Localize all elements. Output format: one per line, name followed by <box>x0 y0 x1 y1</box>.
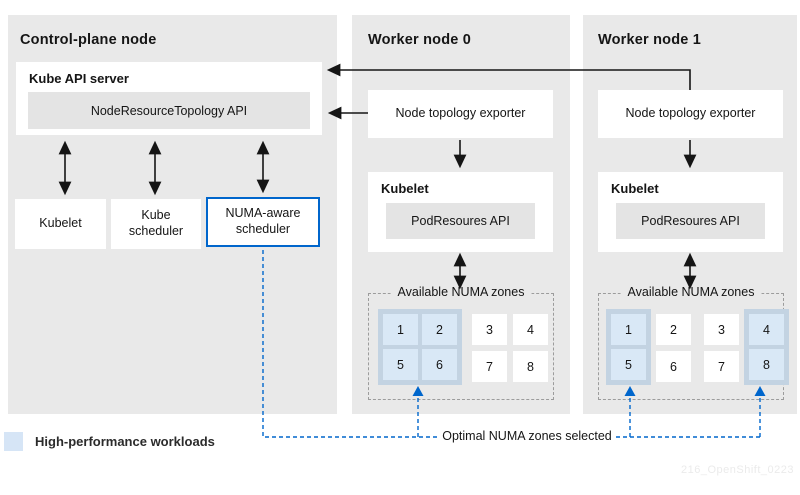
worker0-kubelet-box: Kubelet PodResoures API <box>368 172 553 252</box>
worker-node-1-title: Worker node 1 <box>598 32 702 48</box>
legend-label: High-performance workloads <box>35 434 215 449</box>
worker1-kubelet-title: Kubelet <box>611 181 659 196</box>
node-resource-topology-api-box: NodeResourceTopology API <box>28 92 310 129</box>
worker0-podresources-api-box: PodResoures API <box>386 203 535 239</box>
numa-cell: 5 <box>383 349 418 380</box>
worker-node-0-title: Worker node 0 <box>368 32 472 48</box>
worker1-kubelet-box: Kubelet PodResoures API <box>598 172 783 252</box>
numa-cell: 5 <box>611 349 646 380</box>
worker0-kubelet-title: Kubelet <box>381 181 429 196</box>
numa-cell: 1 <box>383 314 418 345</box>
worker1-topology-exporter-box: Node topology exporter <box>598 90 783 138</box>
worker1-free-zones-right: 3 7 <box>704 314 739 382</box>
worker1-selected-zone-group-right: 4 8 <box>744 309 789 385</box>
numa-aware-scheduler-box: NUMA-aware scheduler <box>206 197 320 247</box>
worker1-numa-grid: 1 5 2 6 3 7 4 8 <box>606 309 789 385</box>
control-plane-panel: Control-plane node Kube API server NodeR… <box>8 15 337 414</box>
worker0-numa-grid: 1 2 5 6 3 4 7 8 <box>378 309 548 385</box>
kube-api-server-box: Kube API server NodeResourceTopology API <box>16 62 322 135</box>
worker1-selected-zone-group-left: 1 5 <box>606 309 651 385</box>
worker0-numa-zones-label: Available NUMA zones <box>390 285 532 299</box>
numa-cell: 2 <box>422 314 457 345</box>
numa-cell: 3 <box>704 314 739 345</box>
kube-api-server-title: Kube API server <box>29 71 129 86</box>
numa-cell: 3 <box>472 314 507 345</box>
worker1-numa-zones-label: Available NUMA zones <box>620 285 762 299</box>
worker-node-1-panel: Worker node 1 Node topology exporter Kub… <box>583 15 797 414</box>
kube-scheduler-box: Kube scheduler <box>111 199 201 249</box>
high-performance-swatch <box>4 432 23 451</box>
numa-cell: 8 <box>749 349 784 380</box>
worker0-numa-zones-box: Available NUMA zones 1 2 5 6 3 4 7 8 <box>368 285 554 400</box>
worker-node-0-panel: Worker node 0 Node topology exporter Kub… <box>352 15 570 414</box>
worker0-free-zones: 3 4 7 8 <box>472 314 548 382</box>
numa-cell: 7 <box>704 351 739 382</box>
worker1-numa-zones-box: Available NUMA zones 1 5 2 6 3 7 4 8 <box>598 285 789 400</box>
worker1-free-zones-left: 2 6 <box>656 314 691 382</box>
numa-cell: 2 <box>656 314 691 345</box>
optimal-zones-annotation: Optimal NUMA zones selected <box>440 429 614 443</box>
numa-cell: 1 <box>611 314 646 345</box>
control-plane-title: Control-plane node <box>20 32 157 48</box>
numa-cell: 7 <box>472 351 507 382</box>
numa-cell: 4 <box>513 314 548 345</box>
numa-cell: 4 <box>749 314 784 345</box>
numa-cell: 8 <box>513 351 548 382</box>
kubelet-box: Kubelet <box>15 199 106 249</box>
worker0-selected-zone-group: 1 2 5 6 <box>378 309 462 385</box>
legend: High-performance workloads <box>4 432 215 451</box>
worker1-podresources-api-box: PodResoures API <box>616 203 765 239</box>
numa-cell: 6 <box>422 349 457 380</box>
numa-cell: 6 <box>656 351 691 382</box>
watermark: 216_OpenShift_0223 <box>681 464 794 476</box>
worker0-topology-exporter-box: Node topology exporter <box>368 90 553 138</box>
